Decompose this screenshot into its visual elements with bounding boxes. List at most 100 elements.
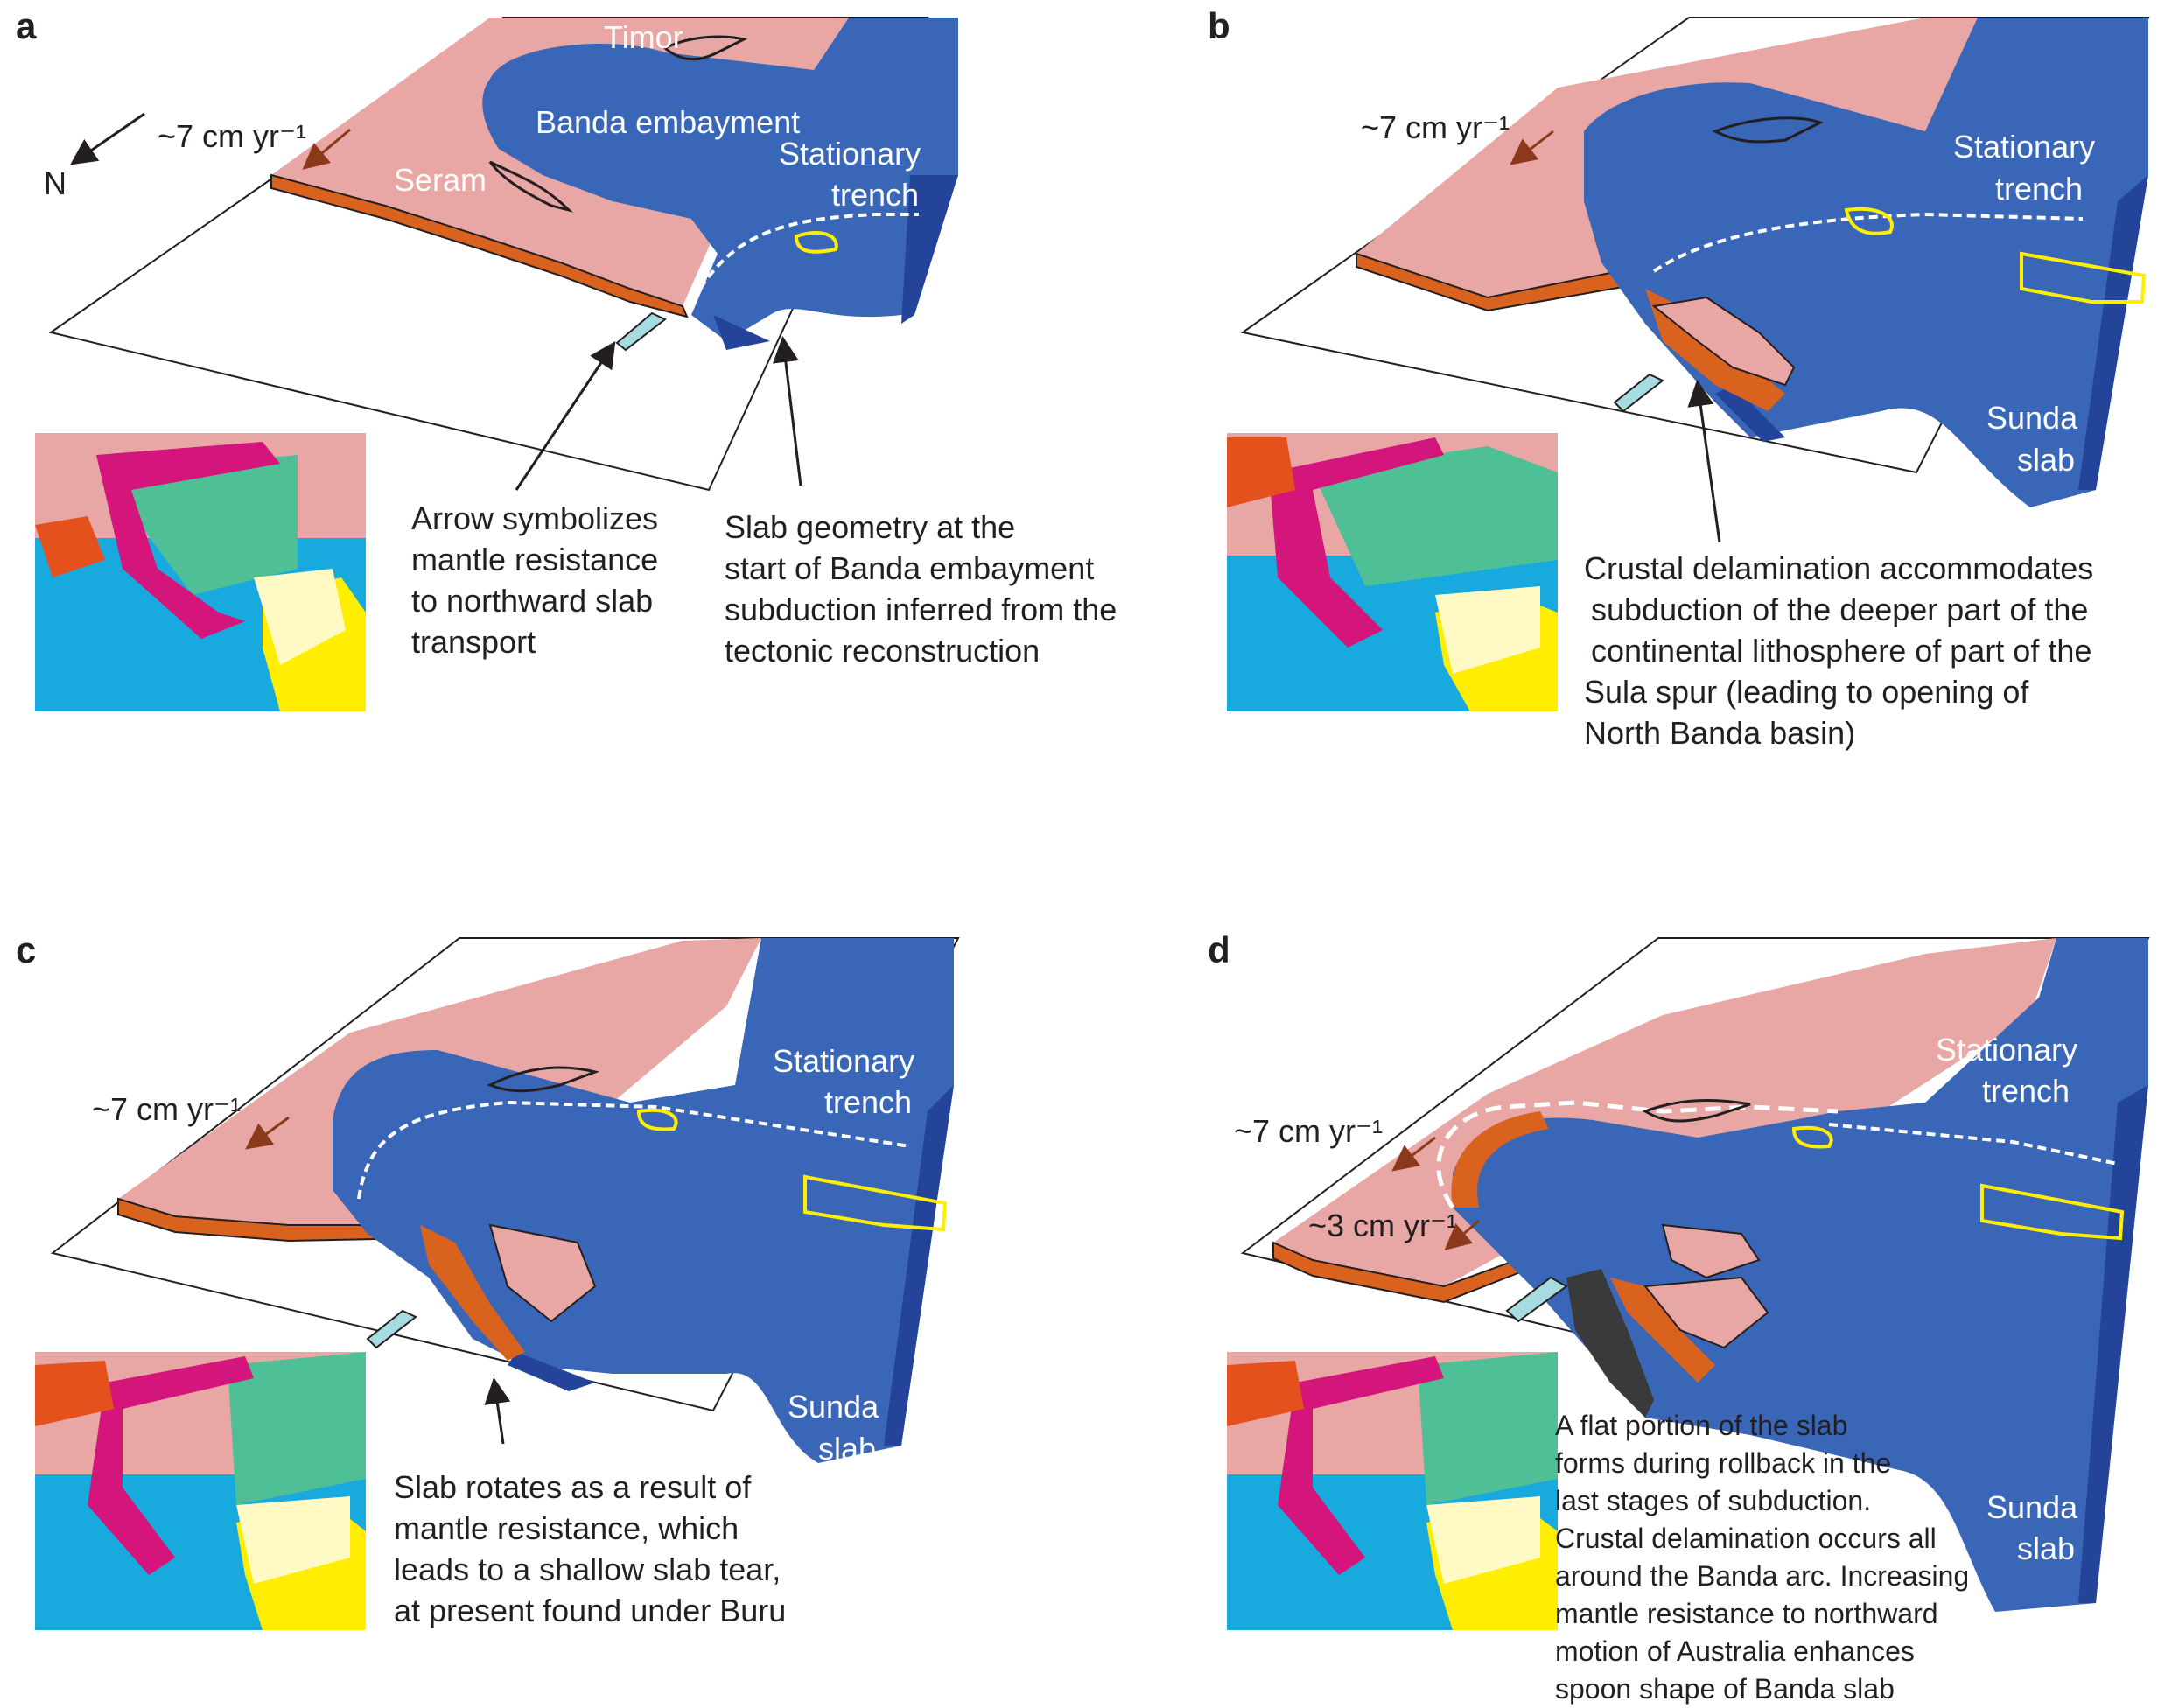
trench-line — [698, 213, 919, 290]
inset-map-c — [35, 1352, 366, 1630]
velocity-label: ~7 cm yr⁻¹ — [92, 1091, 241, 1127]
panel-b: b Stationary trench Sunda slab ~7 cm yr⁻… — [1208, 5, 2150, 751]
mantle-resistance-arrow — [1613, 373, 1664, 413]
timor-outline — [662, 35, 748, 61]
annotation-line: to northward slab — [411, 583, 653, 619]
yellow-outline — [1791, 1125, 1833, 1149]
annotation-line: A flat portion of the slab — [1555, 1410, 1847, 1441]
plate-motion-arrow — [1510, 130, 1554, 165]
slab-face — [884, 1085, 954, 1446]
annotation-line: spoon shape of Banda slab — [1555, 1673, 1895, 1704]
trench-label-2: trench — [1982, 1073, 2070, 1109]
annotation-line: at present found under Buru — [394, 1592, 786, 1628]
trench-label-1: Stationary — [773, 1043, 914, 1079]
yellow-outline — [794, 231, 838, 254]
panel-c-label: c — [16, 929, 36, 970]
panel-b-label: b — [1208, 5, 1230, 46]
velocity-label-2: ~3 cm yr⁻¹ — [1308, 1208, 1457, 1243]
crust-edge — [270, 173, 689, 318]
slab-label-1: Sunda — [1986, 1489, 2078, 1525]
inset-map-b — [1227, 433, 1558, 711]
flat-slab — [1566, 1269, 1654, 1418]
timor-outline — [487, 1066, 600, 1093]
slab-face — [713, 315, 770, 350]
annotation-line: last stages of subduction. — [1555, 1485, 1871, 1516]
annotation-line: mantle resistance, which — [394, 1510, 739, 1546]
plate-motion-arrow — [302, 128, 351, 170]
slab-label-2: slab — [2017, 442, 2075, 478]
panel-d-label: d — [1208, 929, 1230, 970]
north-arrow — [70, 112, 145, 165]
annotation-line: start of Banda embayment — [725, 550, 1094, 586]
trench-label-2: trench — [824, 1084, 912, 1120]
yellow-outline — [1980, 1183, 2125, 1241]
place-seram: Seram — [394, 162, 487, 198]
mantle-resistance-arrow — [1505, 1276, 1568, 1323]
yellow-outline — [1844, 206, 1894, 235]
crustal-block — [1643, 1276, 1769, 1349]
crust-edge — [1610, 1278, 1715, 1382]
yellow-outline — [636, 1108, 678, 1131]
pointer-arrow — [515, 341, 616, 491]
annotation-line: North Banda basin) — [1584, 715, 1855, 751]
panel-c: c Stationary trench Sunda slab ~7 cm yr⁻… — [16, 929, 960, 1630]
slab-face — [1715, 385, 1785, 442]
annotation-line: subduction inferred from the — [725, 592, 1117, 627]
place-banda: Banda embayment — [536, 104, 800, 140]
mantle-resistance-arrow — [366, 1309, 417, 1349]
slab-label-2: slab — [2017, 1530, 2075, 1566]
annotation-line: Slab geometry at the — [725, 509, 1015, 545]
base-plane — [50, 937, 960, 1412]
mantle-resistance-arrow — [615, 312, 667, 352]
trench-label-2: trench — [1995, 171, 2083, 206]
annotation-line: Sula spur (leading to opening of — [1584, 674, 2029, 710]
annotation-line: forms during rollback in the — [1555, 1447, 1891, 1479]
annotation-line: Slab rotates as a result of — [394, 1469, 752, 1505]
annotation-line: Crustal delamination accommodates — [1584, 550, 2093, 586]
velocity-label: ~7 cm yr⁻¹ — [158, 118, 306, 154]
annotation-line: transport — [411, 624, 536, 660]
panel-a-label: a — [16, 5, 37, 46]
annotation-line: motion of Australia enhances — [1555, 1635, 1915, 1667]
annotation-line: leads to a shallow slab tear, — [394, 1551, 781, 1587]
plate-motion-arrow — [1391, 1136, 1436, 1172]
slab-label-1: Sunda — [1986, 400, 2078, 436]
trench-label-2: trench — [831, 177, 919, 213]
place-timor: Timor — [604, 19, 683, 55]
slab-face — [2078, 1085, 2148, 1603]
crustal-block — [488, 1223, 597, 1323]
yellow-outline — [803, 1174, 948, 1232]
crustal-block — [1661, 1223, 1761, 1279]
trench-line — [1828, 1123, 2119, 1166]
flat-slab-outline — [1436, 1100, 1839, 1209]
inset-map-a — [35, 433, 366, 711]
slab-face — [508, 1352, 595, 1391]
annotation-line: continental lithosphere of part of the — [1591, 633, 2091, 668]
velocity-label: ~7 cm yr⁻¹ — [1234, 1113, 1383, 1149]
north-label: N — [44, 165, 67, 201]
slab-face — [2078, 175, 2148, 490]
ocean-plate — [482, 18, 958, 341]
timor-outline — [1642, 1098, 1751, 1123]
pointer-arrow — [1687, 380, 1721, 543]
pointer-arrow — [484, 1377, 511, 1445]
crustal-block — [1651, 296, 1796, 387]
ocean-plate — [1453, 938, 2148, 1612]
rollback-arrow — [1444, 1219, 1480, 1250]
annotation-line: subduction of the deeper part of the — [1591, 592, 2088, 627]
crust-edge — [420, 1225, 525, 1361]
annotation-line: Crustal delamination occurs all — [1555, 1522, 1937, 1554]
annotation-line: mantle resistance — [411, 542, 658, 578]
annotation-line: mantle resistance to northward — [1555, 1598, 1938, 1629]
annotation-line: around the Banda arc. Increasing — [1555, 1560, 1969, 1592]
seram-outline — [488, 160, 573, 213]
slab-face — [901, 175, 958, 324]
timor-outline — [1712, 116, 1824, 144]
trench-label-1: Stationary — [1953, 129, 2095, 164]
yellow-outline — [2020, 251, 2147, 304]
slab-label-2: slab — [818, 1431, 876, 1466]
slab-label-1: Sunda — [788, 1389, 879, 1424]
trench-label-1: Stationary — [1936, 1032, 2077, 1068]
trench-line — [357, 1100, 911, 1200]
